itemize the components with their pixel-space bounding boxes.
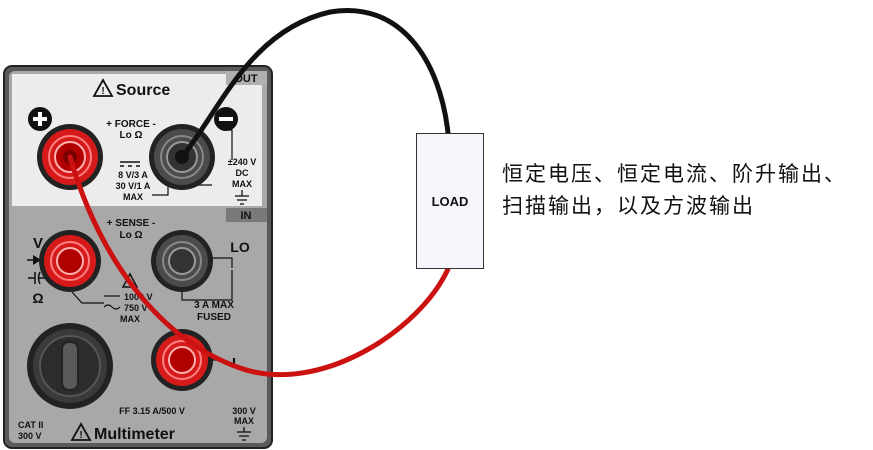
lo-ohm-force: Lo Ω	[119, 130, 142, 141]
ground-icon-bottom	[237, 427, 251, 441]
meter-rating-3: MAX	[120, 314, 140, 324]
in-tag-bg	[226, 208, 267, 222]
cat-rating-1: CAT II	[18, 420, 43, 430]
multimeter-warning-icon	[70, 422, 92, 441]
svg-text:!: !	[79, 430, 82, 441]
red-wire	[67, 154, 451, 378]
fused-rating-2: FUSED	[197, 312, 231, 323]
in-tag: IN	[241, 210, 252, 222]
warning-icon	[92, 78, 114, 97]
source-rating-1: 8 V/3 A	[118, 170, 148, 180]
fuse-label: FF 3.15 A/500 V	[119, 406, 185, 416]
fused-rating-1: 3 A MAX	[194, 300, 234, 311]
fuse-holder[interactable]	[27, 323, 113, 409]
lo-label: LO	[230, 239, 250, 255]
meter-rating-2: 750 V	[124, 303, 148, 313]
mode-description: 恒定电压、恒定电流、阶升输出、扫描输出，以及方波输出	[502, 162, 847, 218]
cat-rating-2: 300 V	[18, 431, 42, 441]
force-label: + FORCE -	[106, 119, 156, 130]
multimeter-title: Multimeter	[94, 426, 175, 443]
dc-rating-2: DC	[236, 168, 249, 178]
sense-plus-terminal[interactable]	[39, 230, 101, 292]
ground-rating-2: MAX	[234, 416, 254, 426]
dc-rating-1: ±240 V	[228, 157, 256, 167]
ohm-label: Ω	[32, 290, 43, 306]
ground-icon	[235, 190, 249, 205]
sense-minus-terminal[interactable]	[151, 230, 213, 292]
source-rating-3: MAX	[123, 192, 143, 202]
v-label: V	[33, 235, 43, 252]
source-title: Source	[116, 82, 170, 99]
source-rating-2: 30 V/1 A	[116, 181, 151, 191]
load-box: LOAD	[416, 133, 484, 269]
black-wire	[179, 8, 451, 160]
ground-rating-1: 300 V	[232, 406, 256, 416]
load-label: LOAD	[431, 193, 469, 209]
force-minus-terminal[interactable]	[149, 124, 215, 190]
svg-text:!: !	[101, 86, 104, 97]
dc-rating-3: MAX	[232, 179, 252, 189]
lo-ohm-sense: Lo Ω	[119, 230, 142, 241]
sense-label: + SENSE -	[107, 218, 156, 229]
